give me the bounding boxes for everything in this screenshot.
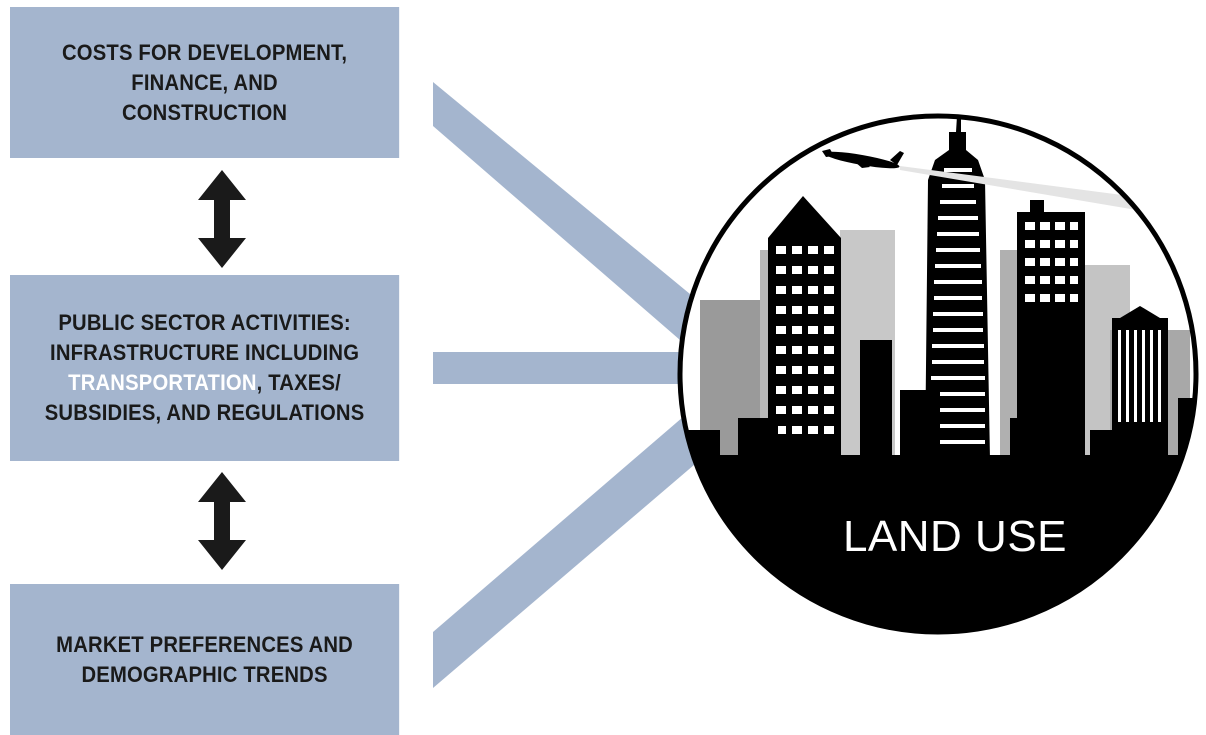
transportation-highlight: TRANSPORTATION (68, 370, 257, 395)
public-line-3-rest: , TAXES/ (256, 370, 341, 395)
market-box: MARKET PREFERENCES AND DEMOGRAPHIC TREND… (10, 584, 400, 735)
public-line-3: TRANSPORTATION, TAXES/ (45, 368, 365, 398)
land-use-label: LAND USE (842, 512, 1068, 561)
market-line-2: DEMOGRAPHIC TRENDS (81, 661, 328, 687)
city-skyline-icon (677, 113, 1199, 635)
costs-line-2: FINANCE, AND (131, 69, 278, 95)
public-line-4: SUBSIDIES, AND REGULATIONS (44, 400, 365, 425)
market-line-1: MARKET PREFERENCES AND (56, 631, 353, 657)
airplane-icon (822, 149, 904, 169)
public-line-2: INFRASTRUCTURE INCLUDING (50, 340, 360, 365)
arrow-from-public-sector (433, 352, 740, 384)
costs-line-1: COSTS FOR DEVELOPMENT, (61, 39, 348, 65)
public-line-1: PUBLIC SECTOR ACTIVITIES: (58, 310, 351, 335)
double-arrow-icon (198, 472, 246, 570)
arrow-from-market (433, 368, 770, 688)
costs-box: COSTS FOR DEVELOPMENT, FINANCE, AND CONS… (10, 7, 400, 158)
costs-line-3: CONSTRUCTION (121, 99, 288, 125)
double-arrow-icon (198, 170, 246, 268)
public-sector-box: PUBLIC SECTOR ACTIVITIES: INFRASTRUCTURE… (10, 275, 400, 461)
